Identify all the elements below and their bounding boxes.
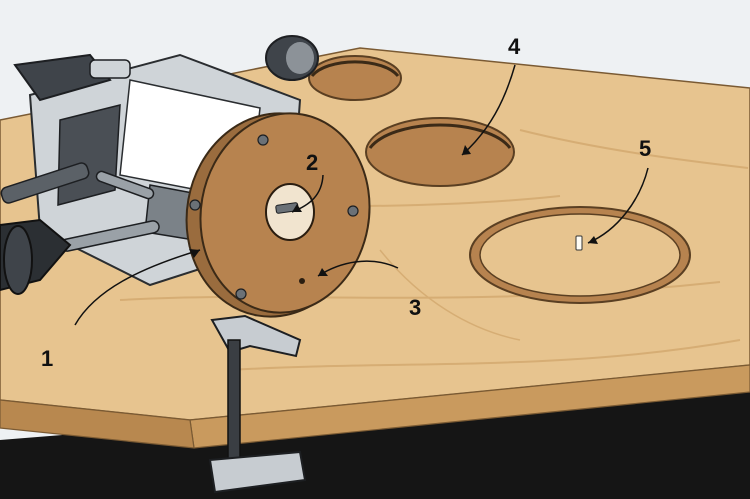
callout-3: 3 (409, 295, 422, 320)
pin-hole (299, 278, 305, 284)
opening-rear (308, 55, 402, 101)
leader-1 (74, 249, 201, 326)
callout-5: 5 (639, 136, 652, 161)
opening-4 (365, 117, 515, 187)
screw-1 (257, 134, 269, 146)
screw-4 (189, 199, 201, 211)
leader-4 (461, 64, 516, 156)
base-plate (185, 112, 371, 318)
screw-3 (235, 288, 247, 300)
leader-5 (587, 167, 649, 244)
insert-ring-5 (469, 206, 691, 304)
callout-2: 2 (306, 150, 319, 175)
ring-pin (575, 235, 583, 251)
arrow-heads (189, 145, 598, 276)
callout-4: 4 (508, 34, 521, 59)
callout-1: 1 (41, 346, 54, 371)
clamp (208, 314, 307, 494)
screw-2 (347, 205, 359, 217)
